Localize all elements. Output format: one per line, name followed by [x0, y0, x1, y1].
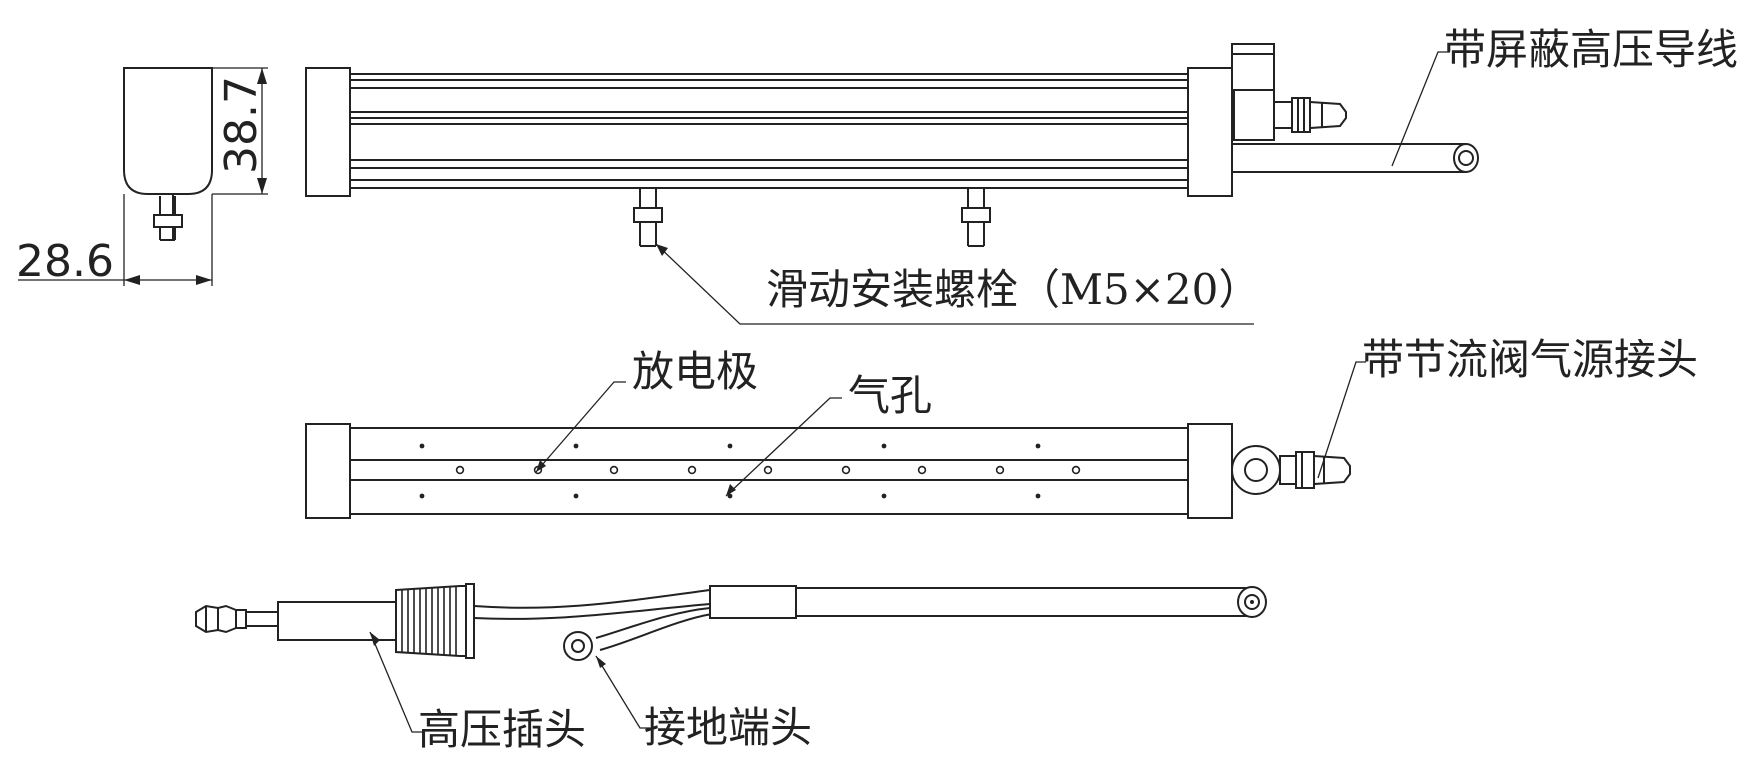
wire-hv-top — [473, 589, 711, 609]
knurl-lines — [401, 587, 457, 655]
bolt-left — [633, 188, 663, 247]
leader-electrode — [535, 381, 626, 473]
leader-ground — [595, 655, 650, 729]
ground-ring — [563, 631, 593, 661]
cable-end — [1453, 143, 1479, 173]
label-hv-plug: 高压插头 — [418, 705, 586, 753]
dim-height-label: 38.7 — [216, 76, 267, 174]
label-shielded-cable: 带屏蔽高压导线 — [1444, 25, 1738, 74]
leader-bolt — [655, 243, 1254, 325]
end-view: 38.7 28.6 — [16, 67, 268, 287]
label-sliding-bolt: 滑动安装螺栓（M5×20） — [766, 265, 1260, 314]
bottom-right-endcap — [1187, 423, 1233, 519]
cable-assembly: 高压插头 接地端头 — [195, 583, 1267, 754]
elbow-fitting — [1231, 43, 1347, 141]
banana-tip — [195, 604, 237, 634]
elbow-cap — [1231, 43, 1275, 91]
wire-hv-bottom — [473, 603, 711, 620]
label-throttle-fitting: 带节流阀气源接头 — [1362, 335, 1698, 384]
throttle-fitting — [1231, 445, 1351, 495]
leader-hv-plug — [369, 631, 424, 733]
plug-body — [277, 601, 397, 641]
fitting-round — [1231, 445, 1281, 495]
bottom-body — [349, 427, 1189, 515]
bolt-right — [961, 188, 991, 247]
front-right-endcap — [1187, 67, 1233, 197]
leader-air-hole — [725, 397, 842, 497]
bottom-left-endcap — [305, 423, 351, 519]
front-view: 带屏蔽高压导线 滑动安装螺栓（M5×20） — [305, 25, 1738, 325]
electrodes — [455, 465, 1081, 475]
dim-width-label: 28.6 — [16, 236, 114, 287]
label-ground-terminal: 接地端头 — [644, 703, 812, 752]
end-view-nut — [153, 214, 183, 228]
front-left-endcap — [305, 67, 351, 197]
cable-sleeve — [709, 585, 797, 619]
bottom-view: 放电极 气孔 带节流阀气源接头 — [305, 335, 1698, 519]
cable-tube — [795, 587, 1249, 617]
label-air-hole: 气孔 — [848, 371, 932, 420]
elbow-nozzle — [1309, 100, 1347, 130]
leader-fitting — [1317, 361, 1366, 479]
front-body — [349, 73, 1189, 189]
label-discharge-electrode: 放电极 — [632, 347, 758, 396]
end-view-profile — [123, 67, 213, 195]
leader-cable — [1391, 51, 1450, 167]
air-holes — [419, 443, 1041, 499]
ground-wire-bottom — [599, 613, 713, 651]
shielded-cable — [1232, 143, 1479, 173]
ground-wire-top — [595, 607, 711, 639]
elbow-body — [1233, 89, 1275, 141]
